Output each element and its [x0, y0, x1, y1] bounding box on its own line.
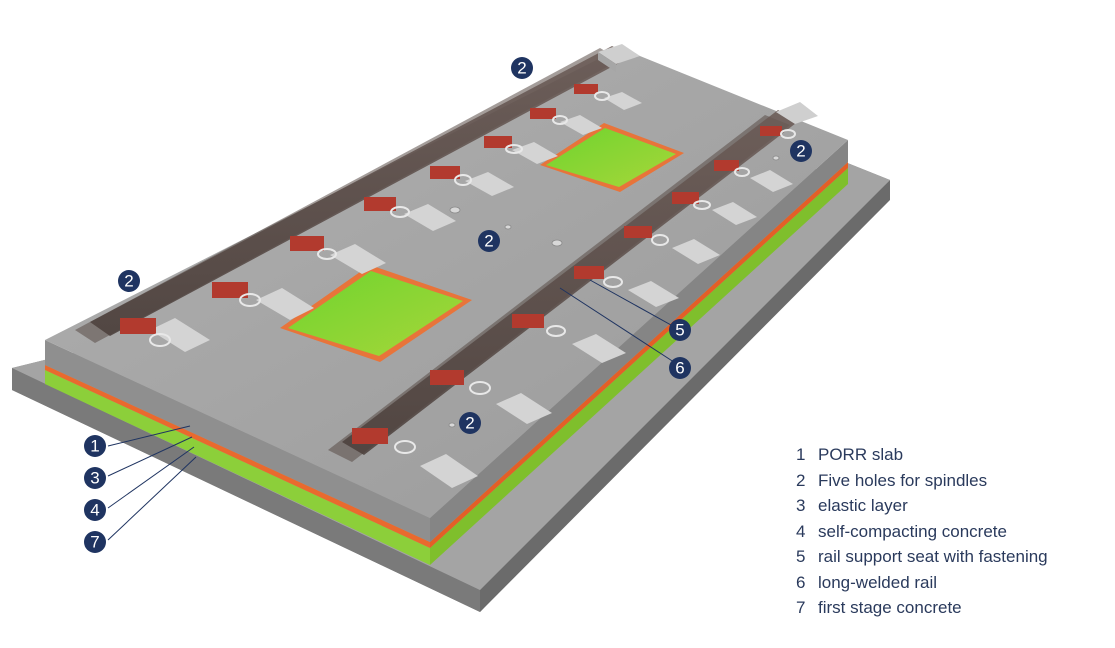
svg-text:2: 2: [124, 272, 133, 291]
callout-2-top-left: 2: [511, 57, 533, 79]
callout-7: 7: [84, 531, 106, 553]
legend-label: first stage concrete: [818, 598, 962, 617]
callout-2-bottom: 2: [459, 412, 481, 434]
legend-label: rail support seat with fastening: [818, 547, 1048, 566]
legend-number: 7: [796, 598, 806, 617]
legend-item: 3 elastic layer: [796, 493, 1048, 519]
svg-text:2: 2: [484, 232, 493, 251]
recess-near: [280, 265, 472, 362]
svg-text:2: 2: [796, 142, 805, 161]
legend-number: 6: [796, 572, 806, 592]
legend: 1 PORR slab 2 Five holes for spindles 3 ela…: [796, 442, 1048, 621]
svg-text:4: 4: [90, 501, 99, 520]
svg-text:2: 2: [517, 59, 526, 78]
leader-lines: [107, 279, 681, 541]
recess-far: [540, 123, 684, 192]
callout-4: 4: [84, 499, 106, 521]
svg-text:1: 1: [90, 437, 99, 456]
legend-number: 4: [796, 521, 806, 541]
legend-number: 1: [796, 445, 806, 464]
legend-label: elastic layer: [818, 496, 908, 515]
svg-text:5: 5: [675, 321, 684, 340]
rail-seats-left: [120, 84, 642, 352]
callout-1: 1: [84, 435, 106, 457]
legend-label: self-compacting concrete: [818, 521, 1007, 541]
elastic-layer: [45, 162, 848, 548]
svg-text:6: 6: [675, 359, 684, 378]
callout-6: 6: [669, 357, 691, 379]
legend-item: 5 rail support seat with fastening: [796, 544, 1048, 570]
legend-label: Five holes for spindles: [818, 470, 988, 490]
callout-2-top-right: 2: [790, 140, 812, 162]
legend-number: 3: [796, 496, 806, 515]
self-compacting-concrete-layer: [45, 168, 848, 565]
svg-text:3: 3: [90, 469, 99, 488]
legend-item: 1 PORR slab: [796, 442, 1048, 468]
legend-item: 2 Five holes for spindles: [796, 468, 1048, 494]
callout-3: 3: [84, 467, 106, 489]
callout-2-center: 2: [478, 230, 500, 252]
legend-item: 4 self-compacting concrete: [796, 519, 1048, 545]
rail-left: [75, 44, 640, 343]
rail-seats-right: [352, 126, 796, 488]
legend-label: long-welded rail: [818, 572, 938, 592]
legend-item: 7 first stage concrete: [796, 595, 1048, 621]
callout-5: 5: [669, 319, 691, 341]
callout-2-left: 2: [118, 270, 140, 292]
legend-item: 6 long-welded rail: [796, 570, 1048, 596]
svg-text:2: 2: [465, 414, 474, 433]
spindle-holes: [448, 155, 780, 428]
legend-label: PORR slab: [818, 445, 904, 464]
legend-number: 2: [796, 470, 806, 490]
svg-text:7: 7: [90, 533, 99, 552]
legend-number: 5: [796, 547, 806, 566]
